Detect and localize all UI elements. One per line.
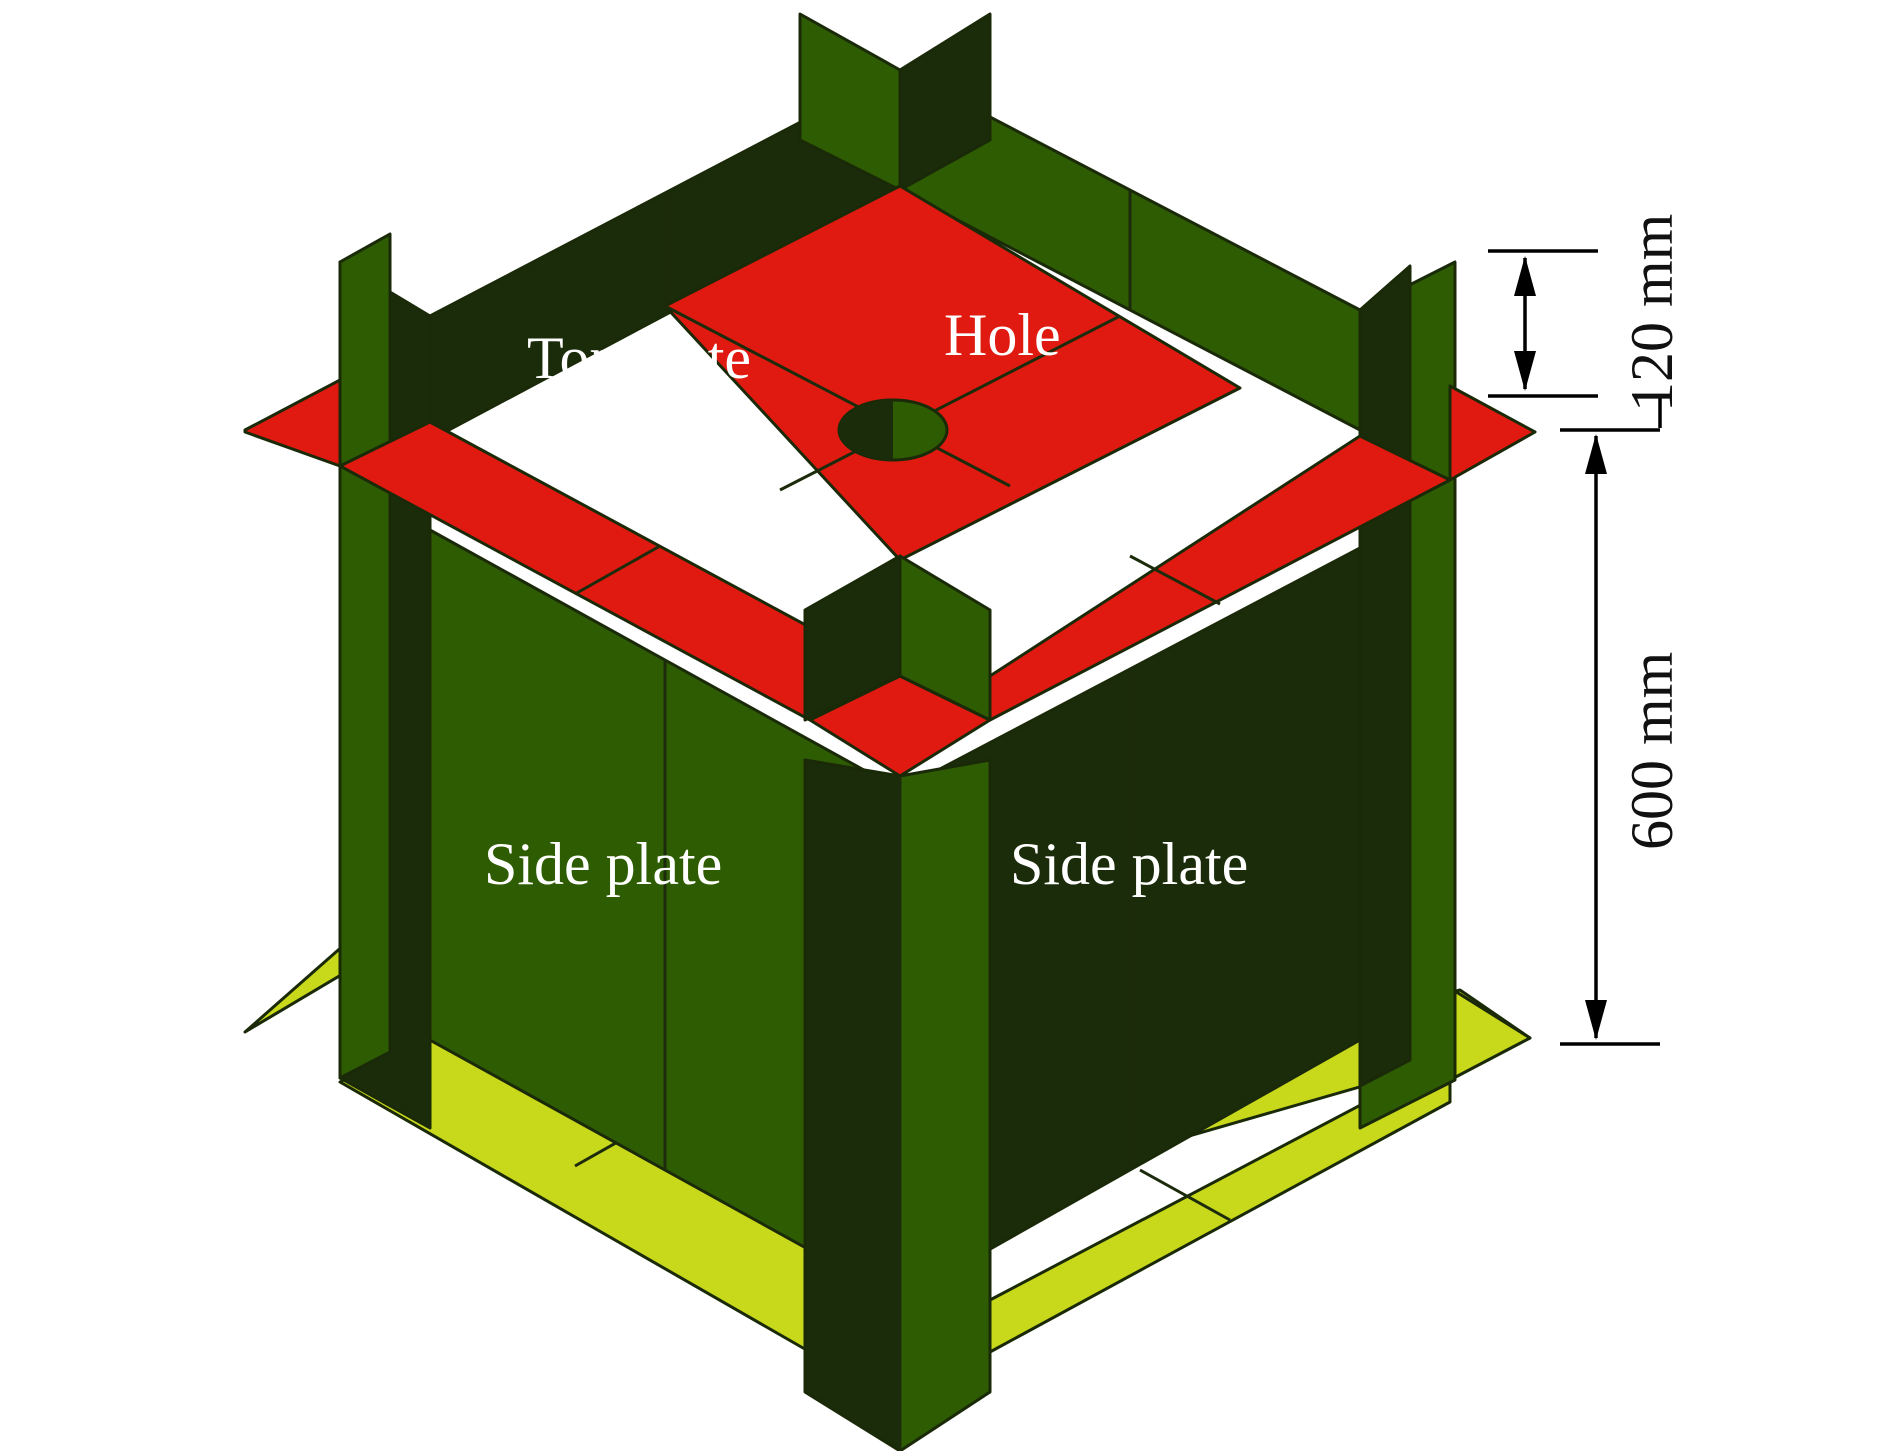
top-plate-seam-2 (779, 314, 1121, 492)
top-plate (243, 184, 1537, 778)
dim-600-arrow-up (1585, 434, 1607, 474)
dim-600-arrow-down (1585, 1000, 1607, 1040)
label-hole: Hole (944, 302, 1061, 368)
label-side-plate-right: Side plate (1010, 831, 1248, 897)
right-stiffener-dark (1358, 264, 1412, 1088)
front-stiffener-lower-dark (803, 758, 902, 1451)
top-plate-left-wing (243, 378, 342, 468)
top-plate-seam-3 (574, 544, 661, 596)
dim-120-arrow-up (1514, 256, 1536, 296)
dim-120-label: 120 mm (1619, 214, 1685, 412)
right-stiffener (1358, 260, 1457, 1130)
top-plate-inner (663, 184, 1242, 562)
dimension-column-height: 600 mm (1560, 428, 1685, 1046)
dim-120-arrow-down (1514, 351, 1536, 391)
front-stiffener-lower-light (898, 758, 992, 1451)
top-plate-seam-1 (664, 304, 1011, 488)
front-stiffener (803, 554, 992, 1451)
top-plate-right-wing (1448, 384, 1537, 482)
left-stiffener (338, 232, 432, 1130)
dim-600-label: 600 mm (1619, 652, 1685, 850)
label-side-plate-left: Side plate (484, 831, 722, 897)
bottom-plate-seam-2 (1139, 1168, 1231, 1222)
back-stiffener-dark (898, 12, 992, 192)
bottom-plate-right-tip (1448, 986, 1532, 1082)
hole-shadow (839, 400, 893, 460)
label-top-plate: Top plate (527, 325, 751, 391)
dimension-flange-height: 120 mm (1488, 214, 1685, 428)
left-stiffener-light (338, 232, 392, 1080)
top-plate-seam-4 (1129, 554, 1221, 606)
front-stiffener-upper-light (898, 554, 992, 722)
